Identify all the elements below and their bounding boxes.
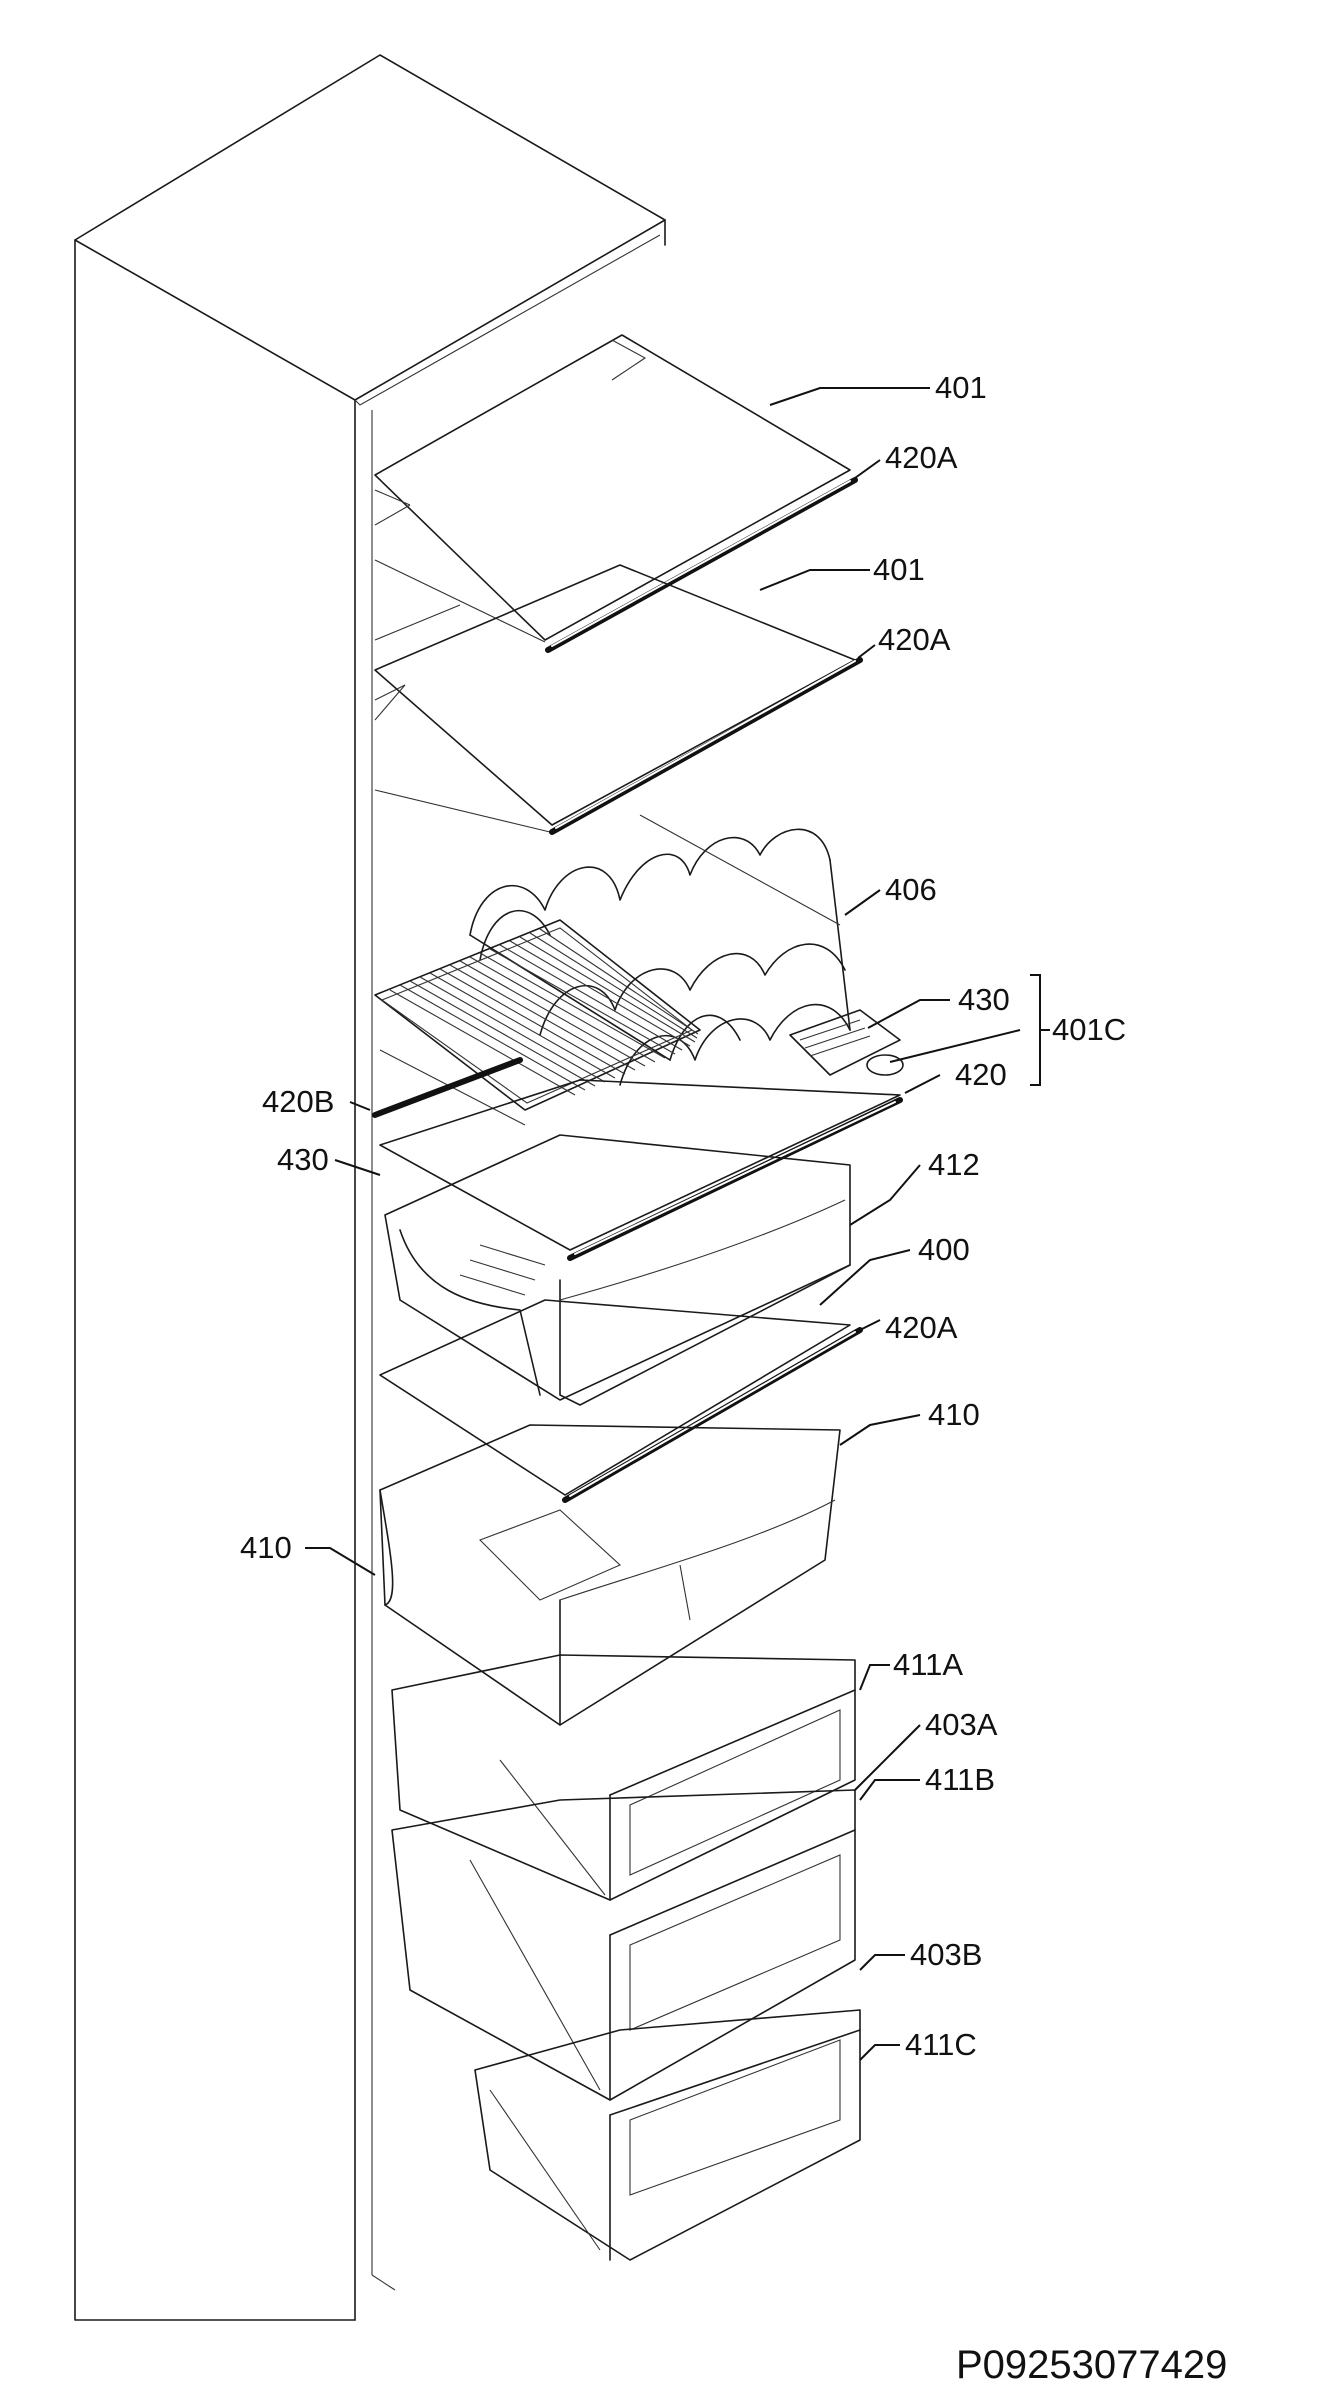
glass-shelf-lower: [379, 1299, 863, 1503]
label-420a-3: 420A: [885, 1310, 958, 1345]
label-430-top: 430: [958, 982, 1010, 1017]
wire-grid-shelf: [374, 919, 701, 1126]
label-400: 400: [918, 1232, 970, 1267]
label-420a-2: 420A: [878, 622, 951, 657]
label-420b: 420B: [262, 1084, 334, 1119]
label-410-left: 410: [240, 1530, 292, 1565]
label-410-right: 410: [928, 1397, 980, 1432]
shelf-trim-420a-2: [549, 657, 863, 835]
label-403a: 403A: [925, 1707, 998, 1742]
label-401c: 401C: [1052, 1012, 1126, 1047]
shelf-trim-420a-1: [545, 477, 858, 653]
glass-shelf-401-top: [374, 334, 851, 643]
label-430-left: 430: [277, 1142, 329, 1177]
label-406: 406: [885, 872, 937, 907]
label-411a: 411A: [893, 1647, 963, 1682]
part-labels: 401 420A 401 420A 406 430 401C 420 420B …: [240, 370, 1126, 2062]
label-420: 420: [955, 1057, 1007, 1092]
bin-410: [379, 1424, 841, 1726]
drawer-411b: [391, 1789, 856, 2101]
label-401-second: 401: [873, 552, 925, 587]
label-411b: 411B: [925, 1762, 995, 1797]
label-420a-1: 420A: [885, 440, 958, 475]
cabinet: [74, 54, 666, 2321]
bottle-rack-406: [469, 814, 851, 1086]
leader-lines: [305, 387, 1050, 2061]
label-401-top: 401: [935, 370, 987, 405]
diagram-code: P09253077429: [956, 2343, 1227, 2387]
drawer-412: [384, 1134, 851, 1406]
glass-shelf-420: [372, 1057, 903, 1261]
drawer-411a: [391, 1654, 856, 1901]
label-403b: 403B: [910, 1937, 982, 1972]
label-411c: 411C: [905, 2027, 977, 2062]
drawer-411c: [474, 2009, 861, 2261]
label-412: 412: [928, 1147, 980, 1182]
cover-plate-401c: [789, 1009, 904, 1076]
glass-shelf-401-second: [374, 564, 856, 833]
